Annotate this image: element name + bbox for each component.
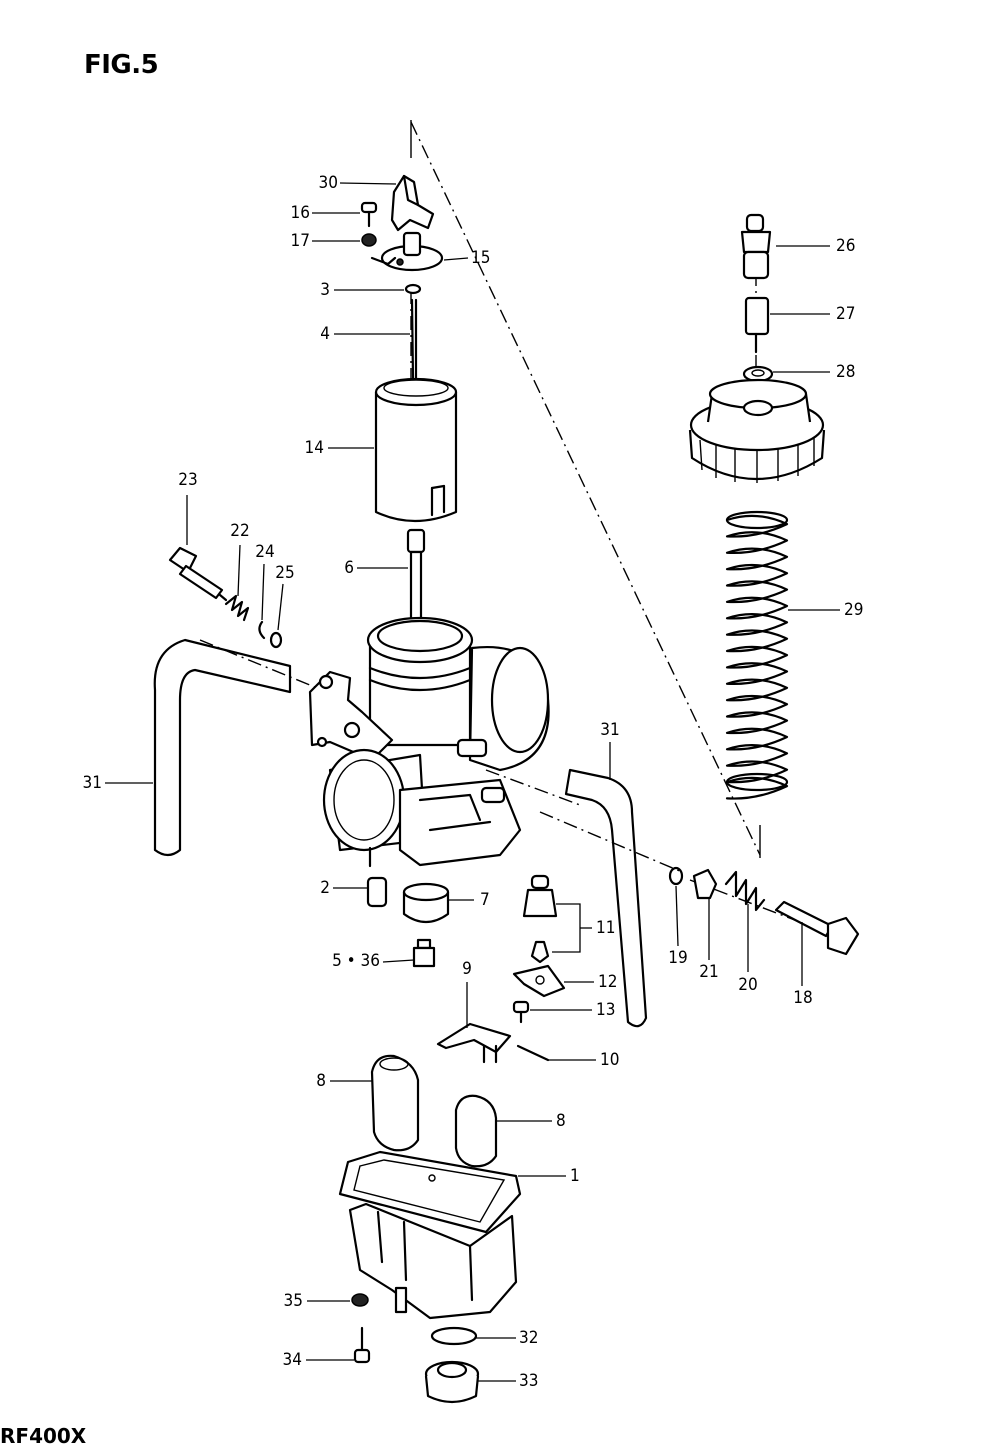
callout-part-17: 17 xyxy=(290,231,310,251)
drain-plug-part-33 xyxy=(424,1360,480,1404)
callout-part-32: 32 xyxy=(519,1328,539,1348)
carburetor-body xyxy=(308,616,550,868)
pilot-screw-part-23 xyxy=(168,546,228,602)
callout-part-8-right: 8 xyxy=(556,1111,566,1131)
screw-part-13 xyxy=(512,1000,530,1024)
needle-plate-part-15 xyxy=(370,231,444,272)
callout-part-30: 30 xyxy=(318,173,338,193)
callout-part-22: 22 xyxy=(230,521,250,541)
vent-tube-left-part-31 xyxy=(153,638,292,857)
callout-part-16: 16 xyxy=(290,203,310,223)
float-arm-part-12 xyxy=(512,964,566,998)
spring-part-20 xyxy=(724,870,766,912)
figure-title: FIG.5 xyxy=(84,50,159,80)
callout-part-34: 34 xyxy=(282,1350,302,1370)
adjuster-nut-part-27 xyxy=(744,296,770,354)
throttle-valve-part-14 xyxy=(374,377,458,523)
callout-part-35: 35 xyxy=(283,1291,303,1311)
callout-part-15: 15 xyxy=(471,248,491,268)
callout-part-6: 6 xyxy=(344,558,354,578)
callout-part-18: 18 xyxy=(793,988,813,1008)
spring-part-22 xyxy=(224,594,250,622)
jet-needle-part-4 xyxy=(410,298,418,380)
callout-part-8-left: 8 xyxy=(316,1071,326,1091)
callout-part-29: 29 xyxy=(844,600,864,620)
cap-cover-part-30 xyxy=(390,174,435,232)
callout-part-5-36: 5 • 36 xyxy=(332,951,380,971)
callout-part-2: 2 xyxy=(320,878,330,898)
callout-part-27: 27 xyxy=(836,304,856,324)
callout-part-31-right: 31 xyxy=(600,720,620,740)
callout-part-23: 23 xyxy=(178,470,198,490)
callout-part-9: 9 xyxy=(462,959,472,979)
callout-part-24: 24 xyxy=(255,542,275,562)
callout-part-3: 3 xyxy=(320,280,330,300)
callout-part-13: 13 xyxy=(596,1000,616,1020)
washer-part-24 xyxy=(258,620,266,640)
callout-part-26: 26 xyxy=(836,236,856,256)
washer-part-17 xyxy=(361,233,377,247)
screw-part-34 xyxy=(353,1326,371,1364)
float-chamber-part-1 xyxy=(338,1150,522,1320)
callout-part-19: 19 xyxy=(668,948,688,968)
throttle-stop-screw-part-18 xyxy=(774,900,860,956)
lock-nut-part-28 xyxy=(742,365,774,383)
vent-tube-right-part-31 xyxy=(564,768,648,1028)
callout-part-10: 10 xyxy=(600,1050,620,1070)
callout-part-7: 7 xyxy=(480,890,490,910)
o-ring-part-19 xyxy=(668,866,684,886)
float-pin-part-10 xyxy=(516,1044,550,1062)
float-pin-bracket-part-9 xyxy=(436,1022,512,1064)
needle-jet-part-6 xyxy=(404,528,428,632)
callout-part-28: 28 xyxy=(836,362,856,382)
throttle-spring-part-29 xyxy=(725,510,789,800)
float-right-part-8 xyxy=(454,1094,498,1168)
model-code: RF400X xyxy=(0,1424,87,1448)
callout-part-11: 11 xyxy=(596,918,616,938)
callout-part-14: 14 xyxy=(304,438,324,458)
callout-part-31-left: 31 xyxy=(82,773,102,793)
callout-part-33: 33 xyxy=(519,1371,539,1391)
cap-part-21 xyxy=(692,868,718,900)
top-cap-part-29-cap xyxy=(688,378,826,483)
jet-holder-part-7 xyxy=(402,882,450,924)
float-left-part-8 xyxy=(370,1054,420,1152)
callout-leader-lines xyxy=(105,182,840,1382)
o-ring-part-32 xyxy=(430,1326,478,1346)
o-ring-part-25 xyxy=(269,631,283,649)
callout-part-12: 12 xyxy=(598,972,618,992)
callout-part-1: 1 xyxy=(570,1166,580,1186)
callout-part-20: 20 xyxy=(738,975,758,995)
jet-part-2 xyxy=(366,876,388,908)
callout-part-21: 21 xyxy=(699,962,719,982)
clip-part-3 xyxy=(404,283,422,295)
washer-part-35 xyxy=(351,1293,369,1307)
cable-adjuster-part-26 xyxy=(740,213,772,280)
screw-part-16 xyxy=(360,201,378,228)
callout-part-25: 25 xyxy=(275,563,295,583)
needle-valve-part-11 xyxy=(522,874,558,964)
callout-part-4: 4 xyxy=(320,324,330,344)
main-jet-part-5-36 xyxy=(412,938,436,968)
